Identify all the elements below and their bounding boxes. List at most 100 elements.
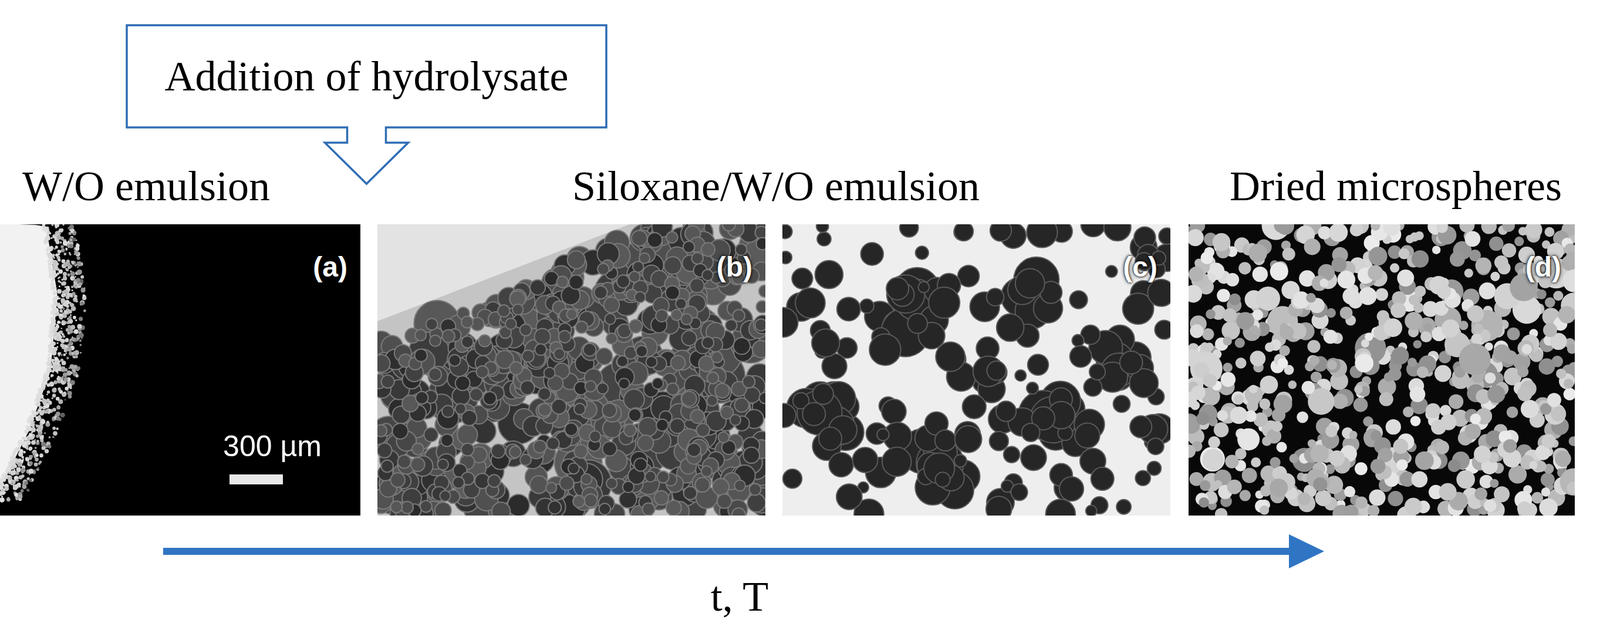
edge-speckle <box>55 245 59 249</box>
edge-speckle <box>19 458 22 461</box>
droplet <box>663 256 682 275</box>
droplet <box>1072 334 1085 347</box>
droplet <box>1154 319 1174 339</box>
edge-speckle <box>64 399 67 401</box>
edge-speckle <box>67 273 71 277</box>
droplet <box>690 409 705 424</box>
edge-speckle <box>28 432 33 437</box>
edge-speckle <box>46 252 53 258</box>
droplet <box>731 507 746 522</box>
droplet <box>427 366 448 386</box>
edge-speckle <box>50 324 54 329</box>
edge-speckle <box>38 416 42 420</box>
edge-speckle <box>51 387 57 393</box>
edge-speckle <box>53 356 55 358</box>
droplet <box>521 349 534 362</box>
edge-speckle <box>61 376 64 379</box>
edge-speckle <box>53 257 56 259</box>
droplet <box>907 313 928 334</box>
edge-speckle <box>61 248 66 253</box>
droplet <box>1026 382 1039 394</box>
edge-speckle <box>22 478 29 485</box>
droplet <box>1091 467 1115 491</box>
edge-speckle <box>48 333 53 339</box>
edge-speckle <box>80 301 84 306</box>
droplet <box>557 275 569 288</box>
droplet <box>701 466 712 477</box>
edge-speckle <box>1 474 5 478</box>
edge-speckle <box>34 457 39 462</box>
edge-speckle <box>21 458 24 462</box>
edge-speckle <box>39 460 43 464</box>
edge-speckle <box>69 371 73 375</box>
droplet <box>1116 499 1132 515</box>
edge-speckle <box>47 410 51 414</box>
droplet <box>530 279 546 295</box>
droplet <box>758 392 771 404</box>
droplet <box>593 285 607 299</box>
droplet <box>548 500 562 514</box>
micrograph-panel <box>1180 211 1588 525</box>
edge-speckle <box>57 289 60 292</box>
droplet <box>372 354 391 373</box>
droplet <box>603 296 620 313</box>
droplet <box>639 252 650 264</box>
droplet <box>670 309 683 321</box>
droplet <box>859 298 874 313</box>
droplet <box>886 277 909 300</box>
droplet <box>869 333 901 366</box>
droplet <box>585 380 597 392</box>
edge-speckle <box>46 357 51 361</box>
edge-speckle <box>47 368 52 373</box>
edge-speckle <box>38 434 41 437</box>
edge-speckle <box>48 267 54 273</box>
edge-speckle <box>14 484 19 488</box>
edge-speckle <box>56 427 59 430</box>
droplet <box>566 308 577 320</box>
edge-speckle <box>80 287 86 293</box>
edge-speckle <box>50 276 53 279</box>
droplet <box>628 407 643 423</box>
edge-speckle <box>83 309 87 313</box>
edge-speckle <box>74 298 77 300</box>
droplet <box>487 474 501 488</box>
edge-speckle <box>57 249 61 253</box>
droplet <box>599 503 611 515</box>
edge-speckle <box>58 354 60 357</box>
droplet <box>681 389 700 408</box>
edge-speckle <box>36 466 40 469</box>
edge-speckle <box>75 275 77 278</box>
edge-speckle <box>28 433 33 437</box>
edge-speckle <box>8 463 12 467</box>
edge-speckle <box>27 460 30 463</box>
edge-speckle <box>48 353 51 357</box>
edge-speckle <box>50 338 53 340</box>
edge-speckle <box>52 260 58 265</box>
droplet <box>476 365 489 378</box>
edge-speckle <box>59 315 63 319</box>
droplet <box>575 321 589 334</box>
droplet <box>836 483 863 510</box>
edge-speckle <box>80 275 84 279</box>
droplet <box>666 500 682 516</box>
edge-speckle <box>73 329 79 334</box>
microsphere <box>1326 308 1336 318</box>
droplet <box>452 476 465 489</box>
edge-speckle <box>35 453 39 458</box>
droplet <box>604 313 616 324</box>
edge-speckle <box>16 446 21 451</box>
edge-speckle <box>79 351 82 354</box>
droplet <box>455 375 471 391</box>
droplet <box>1069 290 1088 309</box>
droplet <box>1158 227 1176 245</box>
droplet <box>675 298 687 309</box>
edge-speckle <box>51 223 54 226</box>
droplet <box>811 328 840 357</box>
edge-speckle <box>49 331 53 334</box>
droplet <box>428 368 442 381</box>
droplet <box>680 313 693 325</box>
panel-ground <box>782 224 1171 516</box>
droplet <box>1045 498 1076 529</box>
edge-speckle <box>55 240 60 245</box>
droplet <box>860 242 884 266</box>
